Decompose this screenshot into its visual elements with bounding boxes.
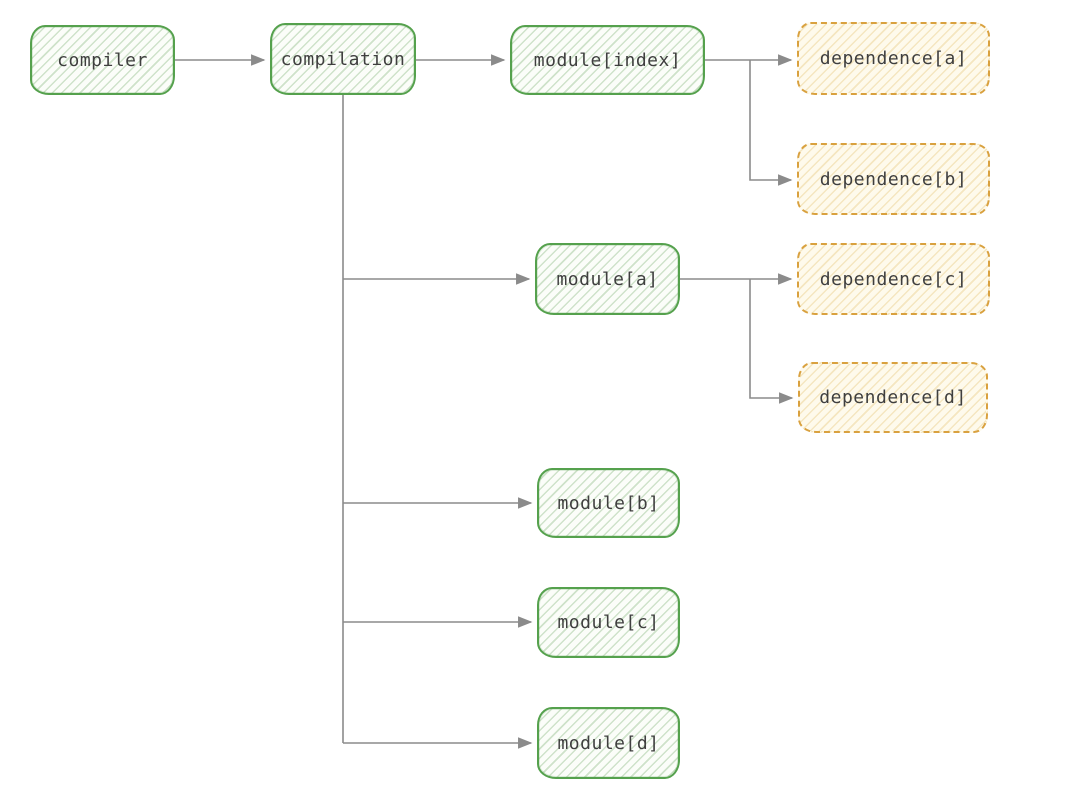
node-dependence-d: dependence[d]	[798, 362, 988, 433]
node-label: module[c]	[557, 612, 660, 633]
edge-module-index-dependence-b	[749, 60, 793, 186]
node-label: module[d]	[557, 732, 660, 754]
node-dependence-a: dependence[a]	[797, 22, 990, 95]
edge-module-a-dependence-d	[749, 279, 794, 404]
node-label: compilation	[280, 48, 406, 70]
node-compiler: compiler	[30, 25, 175, 95]
node-label: module[index]	[533, 49, 682, 71]
node-module-c: module[c]	[537, 587, 680, 658]
node-label: dependence[d]	[819, 387, 967, 408]
node-label: module[a]	[556, 268, 659, 290]
node-label: dependence[c]	[819, 268, 968, 290]
node-dependence-c: dependence[c]	[797, 243, 990, 315]
node-label: module[b]	[557, 492, 660, 514]
node-compilation: compilation	[270, 23, 416, 95]
node-module-index: module[index]	[510, 25, 705, 95]
node-label: dependence[a]	[819, 48, 968, 69]
node-module-d: module[d]	[537, 707, 680, 779]
node-module-a: module[a]	[535, 243, 680, 315]
node-label: dependence[b]	[819, 168, 968, 190]
node-label: compiler	[57, 49, 148, 71]
node-module-b: module[b]	[537, 468, 680, 538]
node-dependence-b: dependence[b]	[797, 143, 990, 215]
